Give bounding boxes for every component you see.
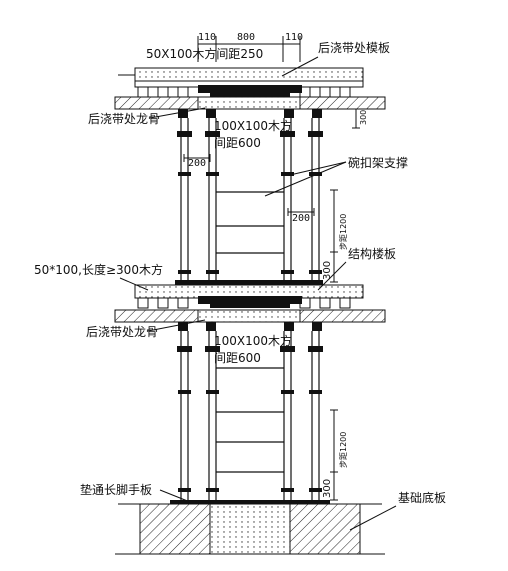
label-joist-lower: 后浇带处龙骨 [86, 325, 158, 339]
label-bowl-scaffold: 碗扣架支撑 [348, 155, 408, 170]
lower-scaffold [180, 331, 320, 500]
top-dimension-line [197, 36, 301, 62]
dim-300-top-bracket [352, 109, 360, 129]
label-square-timber-lower-b: 间距600 [214, 351, 261, 365]
label-square-timber-upper-b: 间距600 [214, 136, 261, 150]
dim-step-upper: 步距1200 [339, 214, 348, 250]
lower-couplers [177, 346, 323, 492]
label-square-timber-lower-a: 100X100木方 [214, 333, 292, 348]
dim-step-lower: 步距1200 [339, 432, 348, 468]
leader-foundation-slab [349, 505, 397, 531]
upper-couplers [177, 131, 323, 274]
dim-200-upper-a: 200 [188, 158, 206, 169]
label-foundation-slab: 基础底板 [398, 490, 446, 505]
dim-step-upper-bracket [330, 189, 338, 283]
label-scaffold-board: 垫通长脚手板 [80, 482, 152, 497]
dim-200-upper-b-bracket [287, 208, 315, 216]
leader-bowl-scaffold [264, 161, 347, 197]
dim-800: 800 [237, 32, 255, 43]
dim-110-right: 110 [285, 32, 303, 43]
foundation-slab-drawing [115, 500, 385, 555]
dim-300-bot: 300 [322, 479, 333, 498]
dim-200-upper-a-bracket [183, 154, 211, 162]
label-post-cast-formwork: 后浇带处模板 [318, 41, 390, 55]
upper-scaffold [180, 118, 320, 280]
label-short-batten: 50*100,长度≥300木方 [34, 262, 163, 277]
leader-joist-lower [147, 319, 206, 332]
dim-300-mid: 300 [322, 261, 333, 280]
dim-200-upper-b: 200 [292, 213, 310, 224]
upper-slab-assembly [114, 67, 386, 118]
leader-joist-upper [149, 107, 206, 119]
label-top-batten: 50X100木方间距250 [146, 46, 263, 61]
dim-110-left: 110 [198, 32, 216, 43]
label-joist-upper: 后浇带处龙骨 [88, 112, 160, 126]
mid-slab-assembly [114, 280, 386, 331]
label-structural-slab: 结构楼板 [348, 246, 396, 261]
dim-300-top: 300 [359, 110, 368, 125]
label-square-timber-upper-a: 100X100木方 [214, 118, 292, 133]
dim-step-lower-bracket [330, 409, 338, 501]
